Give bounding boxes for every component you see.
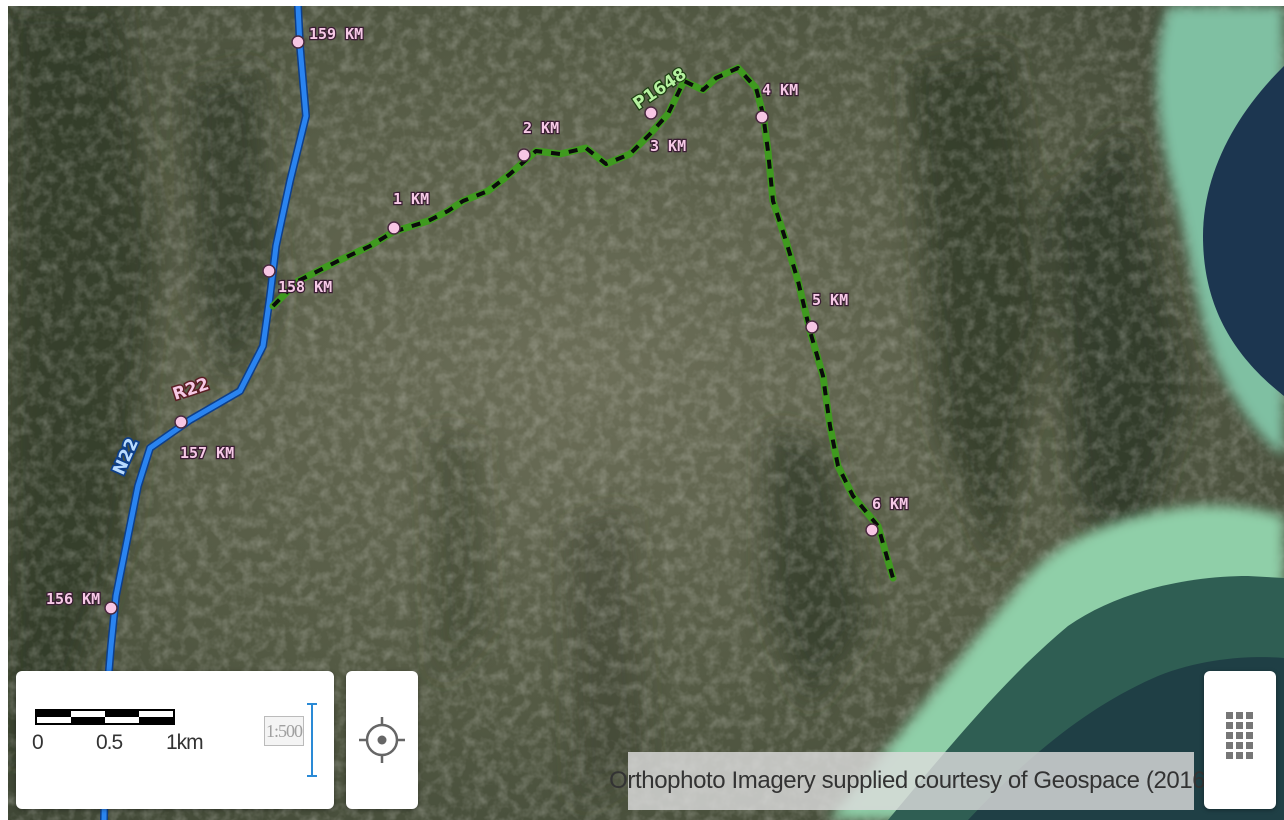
route-line[interactable]: [269, 64, 897, 582]
marker-4-km[interactable]: [755, 110, 769, 124]
scale-tick-0: 0: [32, 731, 44, 754]
km-label-1: 1 KM: [393, 190, 429, 208]
marker-158-km[interactable]: [262, 264, 276, 278]
km-label-159: 159 KM: [309, 25, 363, 43]
imagery-attribution: Orthophoto Imagery supplied courtesy of …: [609, 752, 1213, 810]
scale-bar: [35, 709, 175, 725]
km-label-5: 5 KM: [812, 291, 848, 309]
km-label-4: 4 KM: [762, 81, 798, 99]
km-label-3: 3 KM: [650, 137, 686, 155]
km-label-2: 2 KM: [523, 119, 559, 137]
crosshair-icon: [359, 717, 405, 763]
scale-tick-half: 0.5: [96, 731, 123, 754]
scale-ratio[interactable]: 1:500: [264, 716, 304, 746]
scale-tick-1km: 1km: [166, 731, 204, 754]
marker-1-km[interactable]: [387, 221, 401, 235]
km-markers: [104, 35, 879, 615]
km-label-6: 6 KM: [872, 495, 908, 513]
marker-3-km[interactable]: [644, 106, 658, 120]
scale-ratio-handle-icon[interactable]: [306, 701, 318, 779]
marker-2-km[interactable]: [517, 148, 531, 162]
scale-panel: 0 0.5 1km 1:500: [16, 671, 334, 809]
km-label-156: 156 KM: [46, 590, 100, 608]
locate-me-button[interactable]: [346, 671, 418, 809]
marker-159-km[interactable]: [291, 35, 305, 49]
grid-icon: [1226, 712, 1253, 759]
marker-156-km[interactable]: [104, 601, 118, 615]
lake-north: [1157, 6, 1284, 456]
marker-6-km[interactable]: [865, 523, 879, 537]
highway-line[interactable]: [100, 6, 310, 820]
km-label-157: 157 KM: [180, 444, 234, 462]
marker-5-km[interactable]: [805, 320, 819, 334]
marker-157-km[interactable]: [174, 415, 188, 429]
grid-menu-button[interactable]: [1204, 671, 1276, 809]
km-label-158: 158 KM: [278, 278, 332, 296]
